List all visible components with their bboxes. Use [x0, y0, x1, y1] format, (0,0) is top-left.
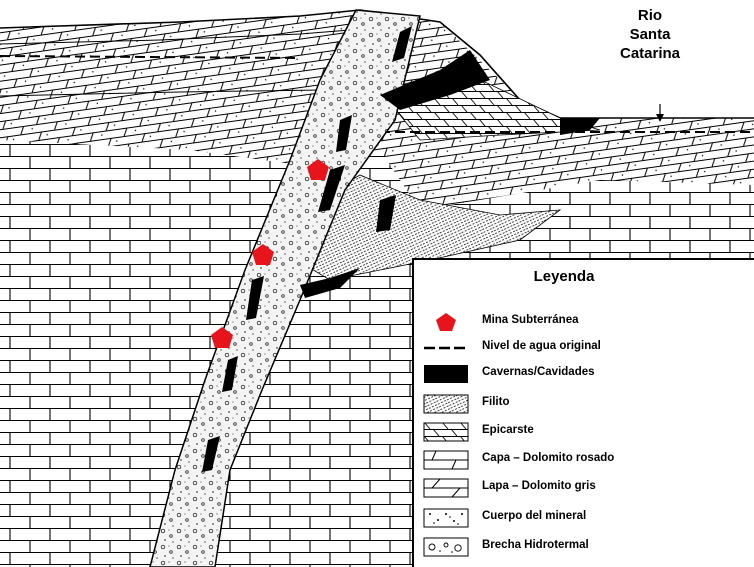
legend-label-breccia: Brecha Hidrotermal [482, 539, 589, 551]
legend-label-lapa: Lapa – Dolomito gris [482, 480, 596, 492]
legend-label-cave: Cavernas/Cavidades [482, 366, 595, 378]
legend-row-epicarste: Epicarste [414, 420, 754, 444]
legend-row-cave: Cavernas/Cavidades [414, 362, 754, 386]
breccia-pattern-icon [422, 537, 470, 557]
dolomite-grey-pattern-icon [422, 478, 470, 498]
solid-fill-icon [422, 364, 470, 384]
legend-row-filito: Filito [414, 392, 754, 416]
legend-row-breccia: Brecha Hidrotermal [414, 535, 754, 559]
legend-label-water: Nivel de agua original [482, 340, 601, 352]
legend-row-ore: Cuerpo del mineral [414, 506, 754, 530]
legend-label-mine: Mina Subterránea [482, 314, 579, 326]
legend-row-capa: Capa – Dolomito rosado [414, 448, 754, 472]
pentagon-icon [422, 312, 470, 332]
legend-row-water: Nivel de agua original [414, 336, 754, 360]
legend-title: Leyenda [414, 268, 714, 285]
legend-label-capa: Capa – Dolomito rosado [482, 452, 614, 464]
dolomite-pink-pattern-icon [422, 450, 470, 470]
legend-label-epicarste: Epicarste [482, 424, 534, 436]
legend-label-ore: Cuerpo del mineral [482, 510, 586, 522]
legend-row-lapa: Lapa – Dolomito gris [414, 476, 754, 500]
dotted-pattern-icon [422, 394, 470, 414]
dash-line-icon [422, 338, 470, 358]
river-label: Rio Santa Catarina [610, 6, 690, 63]
ore-body-pattern-icon [422, 508, 470, 528]
epicarst-pattern-icon [422, 422, 470, 442]
legend-row-mine: Mina Subterránea [414, 310, 754, 334]
legend-label-filito: Filito [482, 396, 509, 408]
legend-panel: Leyenda Mina Subterránea Nivel de agua o… [412, 258, 754, 567]
